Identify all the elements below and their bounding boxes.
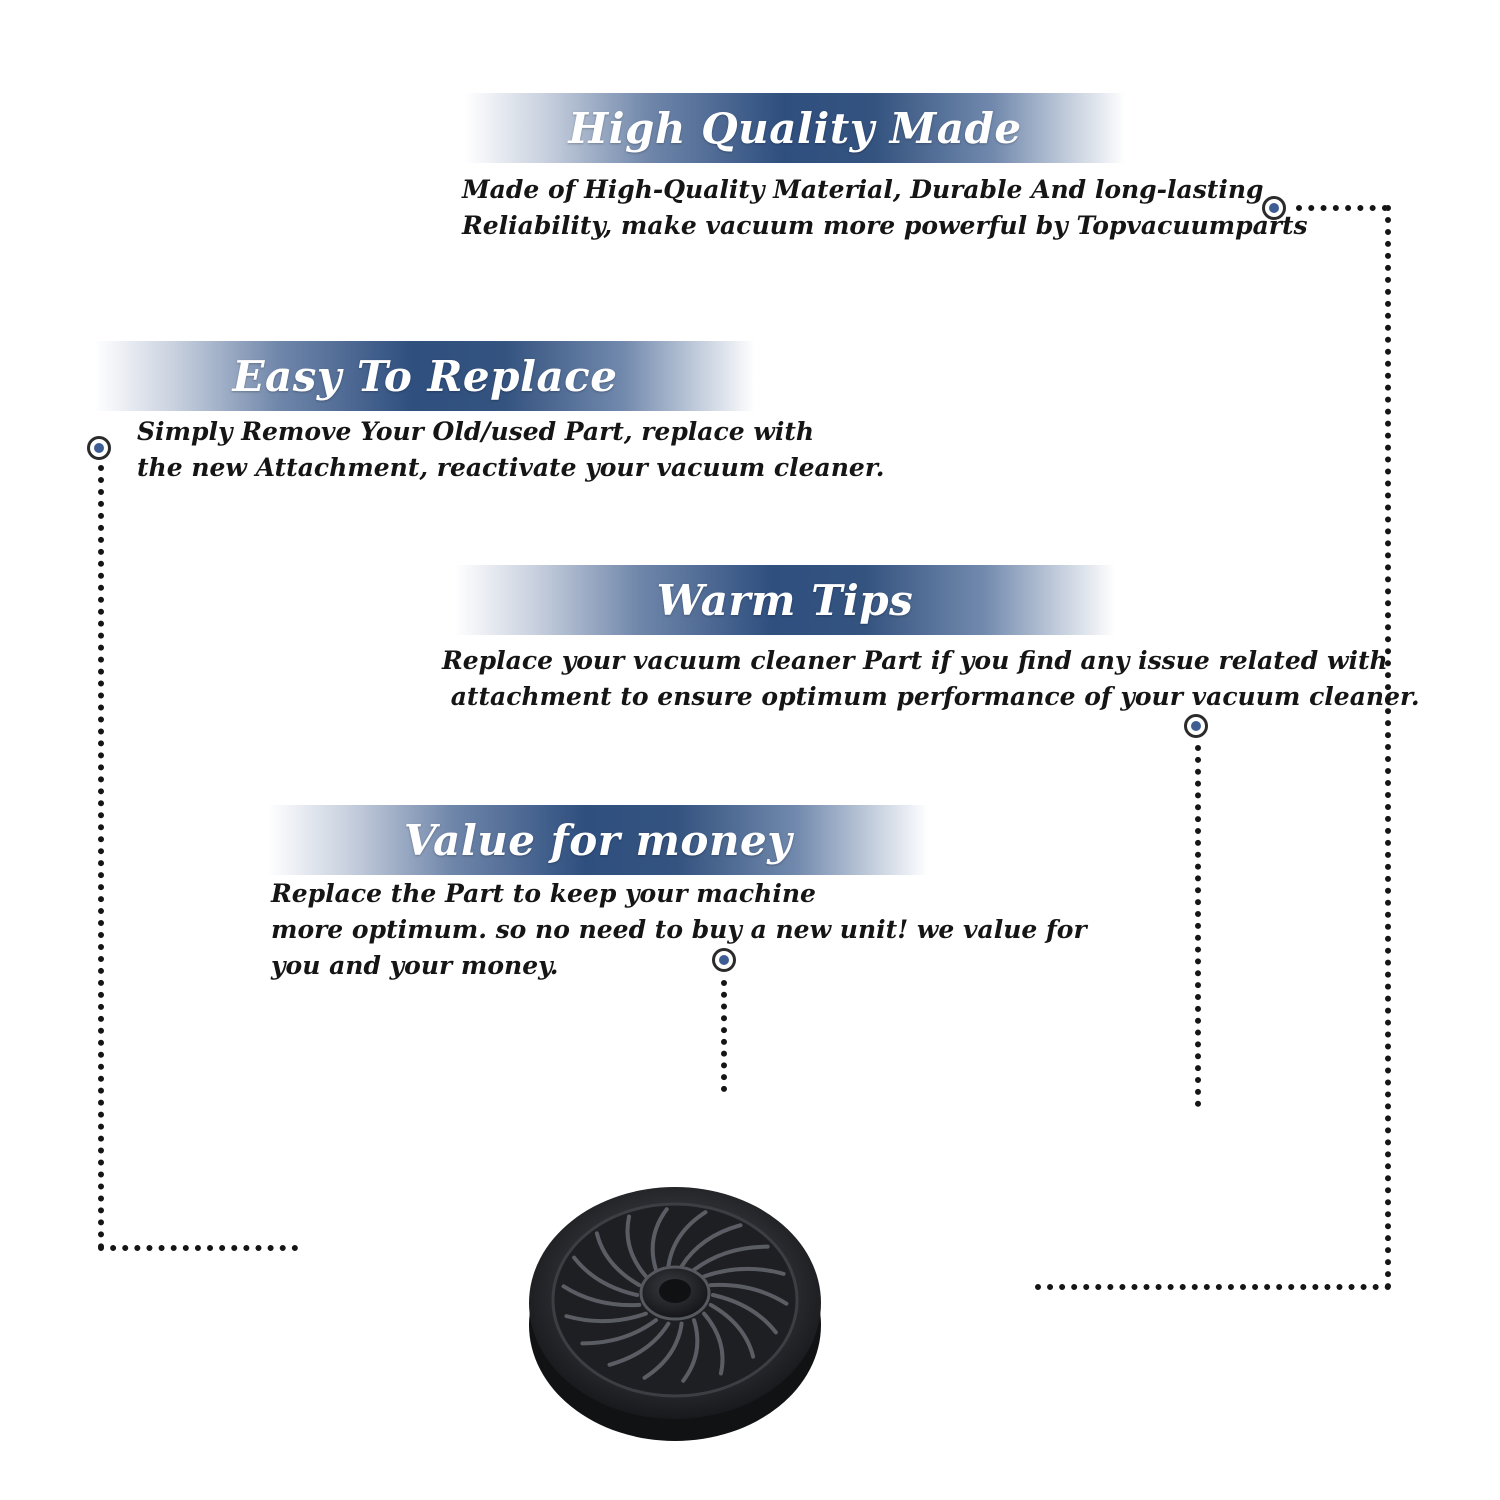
- connector-line: [1385, 205, 1391, 1290]
- wheel-vane: [681, 1318, 700, 1383]
- connector-line: [98, 465, 104, 1250]
- banner-title: Warm Tips: [656, 575, 914, 625]
- wheel-vane: [580, 1318, 658, 1346]
- wheel-vane: [561, 1284, 642, 1308]
- wheel-vane: [692, 1244, 770, 1272]
- description-line: Replace your vacuum cleaner Part if you …: [442, 646, 1388, 675]
- banner-easy-to-replace: Easy To Replace: [95, 341, 755, 411]
- description-line: you and your money.: [271, 951, 559, 980]
- wheel-vane: [607, 1321, 671, 1367]
- wheel-vane: [572, 1255, 639, 1297]
- connector-line: [1195, 745, 1201, 1107]
- description-high-quality: Made of High-Quality Material, Durable A…: [462, 172, 1308, 244]
- description-value-for-money: Replace the Part to keep your machine mo…: [271, 876, 1087, 984]
- description-line: more optimum. so no need to buy a new un…: [271, 915, 1087, 944]
- wheel-vane: [702, 1311, 725, 1376]
- description-line: Reliability, make vacuum more powerful b…: [462, 211, 1308, 240]
- wheel-vane: [564, 1311, 648, 1324]
- marker-dot-icon: [712, 948, 736, 972]
- banner-high-quality: High Quality Made: [465, 93, 1125, 163]
- banner-title: Easy To Replace: [232, 351, 618, 401]
- vacuum-wheel-image: [529, 1187, 821, 1441]
- description-line: Replace the Part to keep your machine: [271, 879, 816, 908]
- banner-value-for-money: Value for money: [268, 805, 928, 875]
- description-easy-to-replace: Simply Remove Your Old/used Part, replac…: [137, 414, 884, 486]
- description-line: the new Attachment, reactivate your vacu…: [137, 453, 885, 482]
- wheel-vane: [642, 1321, 684, 1380]
- wheel-vane: [666, 1210, 708, 1269]
- wheel-vane: [625, 1214, 648, 1279]
- banner-title: Value for money: [403, 815, 793, 865]
- wheel-vane: [594, 1231, 642, 1288]
- wheel-vane: [708, 1282, 789, 1306]
- description-line: Simply Remove Your Old/used Part, replac…: [137, 417, 815, 446]
- description-line: Made of High-Quality Material, Durable A…: [462, 175, 1264, 204]
- marker-dot-icon: [1262, 196, 1286, 220]
- description-line: attachment to ensure optimum performance…: [442, 682, 1420, 711]
- wheel-vane: [711, 1293, 778, 1335]
- connector-line: [1296, 205, 1388, 211]
- marker-dot-icon: [87, 436, 111, 460]
- wheel-vane: [650, 1207, 669, 1272]
- marker-dot-icon: [1184, 714, 1208, 738]
- connector-line: [721, 980, 727, 1092]
- connector-line: [1035, 1284, 1391, 1290]
- wheel-vane: [702, 1266, 786, 1279]
- wheel-vane: [708, 1302, 756, 1359]
- wheel-vane: [679, 1223, 743, 1269]
- description-warm-tips: Replace your vacuum cleaner Part if you …: [442, 643, 1420, 715]
- banner-warm-tips: Warm Tips: [455, 565, 1115, 635]
- connector-line: [98, 1245, 298, 1251]
- banner-title: High Quality Made: [568, 103, 1022, 153]
